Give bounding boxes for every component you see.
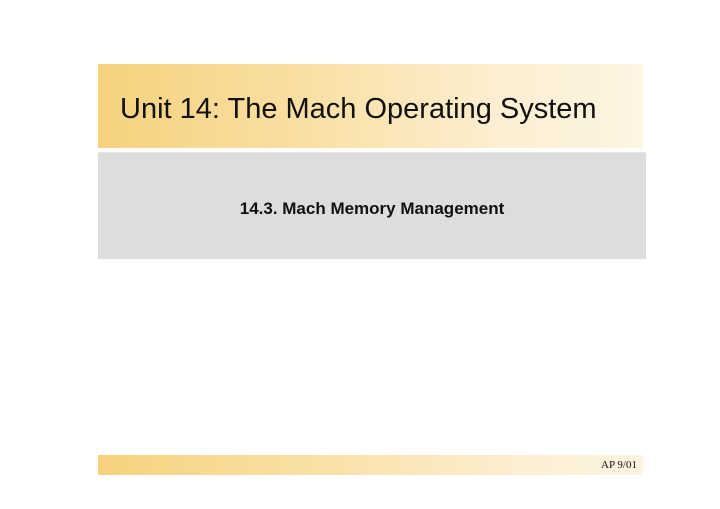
- footer-label: AP 9/01: [601, 459, 637, 471]
- footer-band: AP 9/01: [98, 455, 643, 475]
- section-heading: 14.3. Mach Memory Management: [239, 199, 505, 218]
- slide-title: Unit 14: The Mach Operating System: [120, 93, 597, 125]
- title-band: Unit 14: The Mach Operating System: [98, 64, 643, 148]
- content-box: 14.3. Mach Memory Management: [98, 152, 646, 259]
